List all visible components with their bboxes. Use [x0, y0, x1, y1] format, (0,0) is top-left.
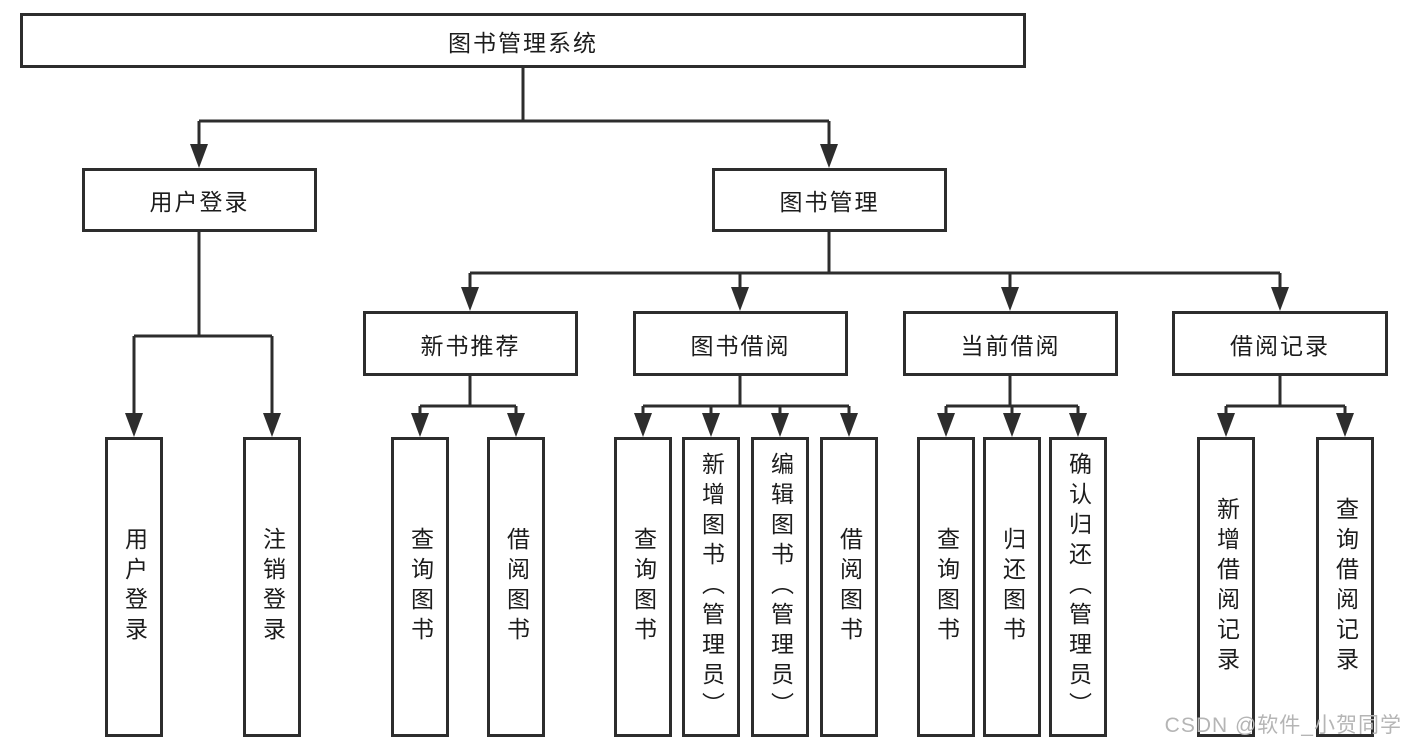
leaf-confirm-return-admin: 确认归还（管理员）: [1049, 437, 1107, 737]
node-book-management: 图书管理: [712, 168, 947, 232]
leaf-label: 新增借阅记录: [1213, 497, 1240, 677]
leaf-label: 借阅图书: [503, 527, 530, 647]
leaf-label: 用户登录: [121, 527, 148, 647]
leaf-label: 注销登录: [259, 527, 286, 647]
leaf-user-login: 用户登录: [105, 437, 163, 737]
connector-current-borrow-children: [944, 376, 1080, 417]
leaf-query-books-current: 查询图书: [917, 437, 975, 737]
node-current-borrow: 当前借阅: [903, 311, 1118, 376]
leaf-return-books: 归还图书: [983, 437, 1041, 737]
leaf-logout: 注销登录: [243, 437, 301, 737]
connector-root-to-level2: [197, 68, 831, 148]
connector-user-login-children: [132, 232, 274, 417]
leaf-label: 查询图书: [407, 527, 434, 647]
connector-book-borrow-children: [641, 376, 851, 417]
leaf-label: 新增图书（管理员）: [698, 452, 725, 722]
connector-borrow-records-children: [1224, 376, 1347, 417]
leaf-add-books-admin: 新增图书（管理员）: [682, 437, 740, 737]
leaf-query-borrow-record: 查询借阅记录: [1316, 437, 1374, 737]
watermark: CSDN @软件_小贺同学: [1164, 714, 1402, 737]
leaf-label: 归还图书: [999, 527, 1026, 647]
node-library-management-system: 图书管理系统: [20, 13, 1026, 68]
leaf-label: 查询图书: [933, 527, 960, 647]
leaf-borrow-books: 借阅图书: [820, 437, 878, 737]
connector-new-book-recommend-children: [418, 376, 518, 417]
leaf-label: 查询图书: [630, 527, 657, 647]
node-book-borrow: 图书借阅: [633, 311, 848, 376]
leaf-add-borrow-record: 新增借阅记录: [1197, 437, 1255, 737]
leaf-label: 借阅图书: [836, 527, 863, 647]
node-new-book-recommend: 新书推荐: [363, 311, 578, 376]
leaf-query-books-borrow: 查询图书: [614, 437, 672, 737]
leaf-borrow-books-recommend: 借阅图书: [487, 437, 545, 737]
leaf-edit-books-admin: 编辑图书（管理员）: [751, 437, 809, 737]
node-borrow-records: 借阅记录: [1172, 311, 1388, 376]
connector-book-management-children: [468, 232, 1282, 291]
leaf-label: 编辑图书（管理员）: [767, 452, 794, 722]
leaf-label: 确认归还（管理员）: [1065, 452, 1092, 722]
leaf-query-books-recommend: 查询图书: [391, 437, 449, 737]
leaf-label: 查询借阅记录: [1332, 497, 1359, 677]
node-user-login: 用户登录: [82, 168, 317, 232]
